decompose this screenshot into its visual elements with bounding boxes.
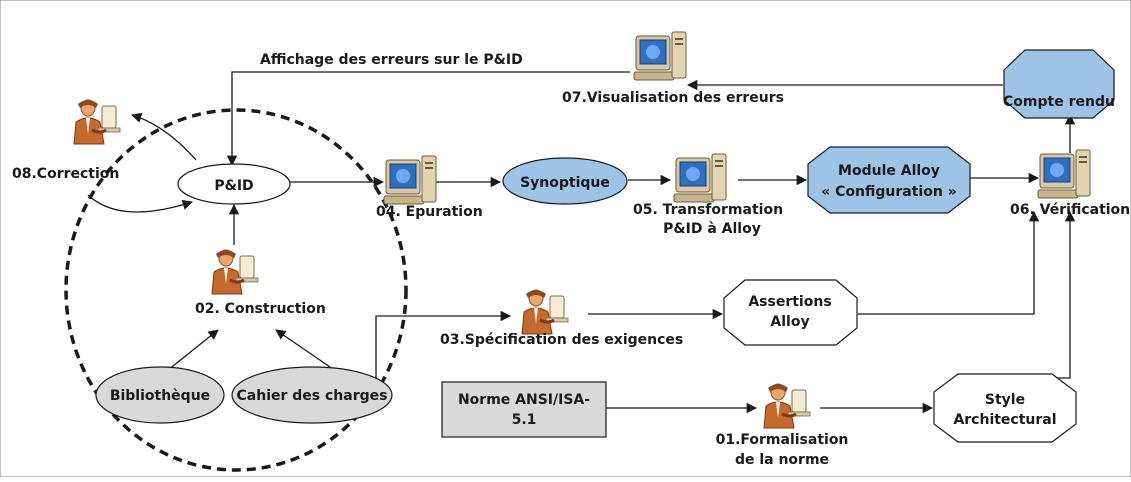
- cahier-des-charges-node: [231, 366, 393, 424]
- visualisation-erreurs-label: 07.Visualisation des erreurs: [562, 90, 784, 106]
- synoptique-label: Synoptique: [520, 175, 610, 191]
- transformation-label-2: P&ID à Alloy: [663, 221, 761, 237]
- pid-node: [177, 163, 291, 205]
- epuration-label: 04. Epuration: [376, 204, 483, 220]
- affichage-erreurs-label: Affichage des erreurs sur le P&ID: [260, 52, 523, 68]
- arrow-cahier-to-specification: [375, 310, 512, 395]
- assertions-label-1: Assertions: [748, 294, 831, 310]
- assertions-label-2: Alloy: [770, 314, 809, 330]
- formalisation-label-2: de la norme: [735, 452, 829, 468]
- module-alloy-label-1: Module Alloy: [838, 163, 940, 179]
- arrow-cahier-to-construction: [275, 329, 331, 368]
- norme-ansi-node: [441, 381, 607, 438]
- arrow-bibliotheque-to-construction: [167, 329, 219, 371]
- assertions-alloy-node: [723, 279, 858, 346]
- synoptique-node: [502, 157, 628, 205]
- module-alloy-label-2: « Configuration »: [821, 184, 957, 200]
- arrow-visualisation-to-pid: [226, 71, 630, 167]
- specification-label: 03.Spécification des exigences: [440, 332, 683, 348]
- transformation-computer-icon: [673, 153, 727, 203]
- arrow-correction-to-pid: [87, 194, 193, 213]
- construction-label: 02. Construction: [195, 301, 326, 317]
- style-label-2: Architectural: [953, 412, 1056, 428]
- module-alloy-node: [807, 146, 971, 214]
- style-label-1: Style: [985, 392, 1025, 408]
- arrow-pid-to-correction: [131, 112, 197, 161]
- transformation-label-1: 05. Transformation: [633, 202, 783, 218]
- norme-label-1: Norme ANSI/ISA-: [458, 392, 590, 408]
- compte-rendu-node: [1003, 49, 1115, 119]
- arrow-assertions-to-verification: [858, 210, 1040, 315]
- cahier-label: Cahier des charges: [237, 388, 388, 404]
- pid-label: P&ID: [214, 178, 253, 194]
- bibliotheque-node: [95, 366, 225, 424]
- epuration-computer-icon: [383, 155, 437, 205]
- compte-rendu-label: Compte rendu: [1003, 94, 1115, 110]
- verification-label: 06. Vérification: [1010, 202, 1130, 218]
- style-architectural-node: [933, 373, 1077, 443]
- bibliotheque-label: Bibliothèque: [110, 388, 210, 404]
- norme-label-2: 5.1: [512, 412, 537, 428]
- verification-computer-icon: [1037, 149, 1091, 199]
- correction-label: 08.Correction: [12, 166, 119, 182]
- formalisation-label-1: 01.Formalisation: [716, 432, 849, 448]
- visualisation-computer-icon: [633, 31, 687, 81]
